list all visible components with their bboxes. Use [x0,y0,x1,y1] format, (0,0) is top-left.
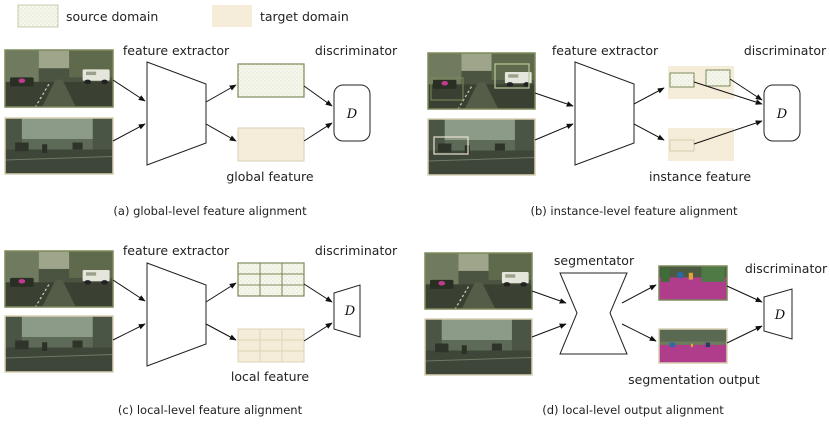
arrow [303,322,333,342]
discriminator-symbol: D [344,304,356,319]
target-image [425,319,532,375]
caption: (b) instance-level feature alignment [530,204,738,218]
source-image [5,50,113,107]
discriminator-symbol: D [774,308,786,323]
discriminator-label: discriminator [744,43,827,58]
arrow [303,85,333,107]
arrow [726,285,763,303]
arrow [531,290,567,304]
segmentator-label: segmentator [554,253,635,268]
instance-box [494,63,530,89]
discriminator-symbol: D [346,107,358,122]
arrow [726,325,763,344]
global-feature-label: global feature [226,169,314,184]
discriminator-block [763,84,801,142]
discriminator-block [763,288,793,340]
arrow [303,122,333,142]
discriminator-label: discriminator [315,243,398,258]
feature-extractor [146,262,207,367]
target-segmentation-output [659,329,727,363]
panel-c: feature extractor local feature discrimi… [4,243,398,417]
local-feature-label: local feature [231,369,310,384]
target-global-feature [237,127,305,162]
target-instance-feature [669,139,695,152]
arrow [633,123,665,141]
arrow [112,123,146,142]
target-segmentation-frame [658,328,728,364]
source-instance-feature [669,72,695,88]
feature-extractor-label: feature extractor [123,243,230,258]
target-image-frame [4,117,114,175]
arrow [633,87,665,105]
arrow [534,123,574,141]
target-image [5,316,113,372]
source-local-feature-grid [237,262,305,297]
target-image-frame [424,318,533,376]
legend-target-swatch [212,5,252,27]
arrow [205,84,237,103]
arrow [621,284,657,304]
feature-extractor [146,61,207,166]
source-image [428,53,535,109]
arrow [112,79,146,102]
source-image [425,253,532,309]
source-instance-feature [705,69,731,87]
source-image-frame [4,250,114,308]
source-image-frame [427,52,536,110]
arrow [112,323,146,341]
target-local-feature-grid [237,328,305,363]
source-segmentation-output [659,266,727,300]
discriminator-label: discriminator [745,261,828,276]
caption: (d) local-level output alignment [542,403,724,417]
arrow [693,120,763,145]
legend-source-swatch [17,4,59,28]
arrow [303,283,333,303]
panel-a: feature extractor global feature discrim… [4,43,398,218]
discriminator-block [333,284,361,338]
arrow [112,279,146,302]
arrow [205,282,237,303]
instance-feature-label: instance feature [649,169,751,184]
source-image-frame [424,252,533,310]
arrow [729,78,763,101]
target-image [5,118,113,174]
arrow [621,323,657,342]
panel-b: feature extractor instance feature discr… [427,43,827,218]
arrow [534,92,574,107]
segmentator [559,272,628,355]
segmentation-output-label: segmentation output [628,372,760,387]
caption: (c) local-level feature alignment [118,403,303,417]
arrow [205,123,237,142]
panel-d: segmentator segmentation output discrimi… [424,252,828,417]
source-image [5,251,113,307]
instance-box [433,136,469,155]
arrow [531,323,567,338]
source-segmentation-frame [658,265,728,301]
legend: source domain target domain [17,4,349,28]
feature-extractor-label: feature extractor [552,43,659,58]
discriminator-label: discriminator [315,43,398,58]
caption: (a) global-level feature alignment [113,204,307,218]
target-image-frame [4,315,114,373]
source-image-frame [4,49,114,108]
feature-extractor [574,61,635,166]
arrow [205,323,237,341]
target-image-frame [427,118,536,176]
legend-source-label: source domain [66,9,158,24]
discriminator-symbol: D [776,107,788,122]
feature-extractor-label: feature extractor [123,43,230,58]
instance-box [430,77,464,101]
legend-target-label: target domain [260,9,349,24]
source-global-feature [237,63,305,98]
arrow [693,81,763,105]
target-image [428,119,535,175]
discriminator-block [333,84,371,142]
